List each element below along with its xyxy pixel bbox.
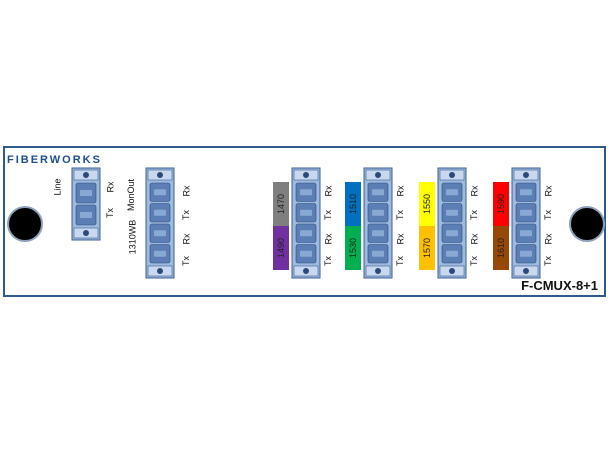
wavelength-label: 1570 [422, 237, 432, 259]
group3-tx-label-4: Tx [469, 256, 479, 266]
wavelength-connector-2[interactable] [363, 167, 393, 279]
wavelength-label: 1470 [276, 193, 286, 215]
group2-tx-label-2: Tx [395, 210, 405, 220]
wavelength-band-1510: 1510 [345, 182, 361, 226]
line-connector[interactable] [71, 167, 101, 241]
group3-rx-label-3: Rx [469, 233, 480, 245]
group1-tx-label-4: Tx [323, 256, 333, 266]
module-faceplate: FIBERWORKS F-CMUX-8+1 Line Rx Tx 1310WB … [3, 146, 606, 297]
wavelength-band-1590: 1590 [493, 182, 509, 226]
wavelength-connector-4[interactable] [511, 167, 541, 279]
group4-tx-label-4: Tx [543, 256, 553, 266]
wb-rx-label-2: Rx [181, 233, 192, 245]
wavelength-label: 1610 [496, 237, 506, 259]
group4-rx-label-3: Rx [543, 233, 554, 245]
group2-tx-label-4: Tx [395, 256, 405, 266]
wavelength-band-1610: 1610 [493, 226, 509, 270]
group4-tx-label-2: Tx [543, 210, 553, 220]
model-label: F-CMUX-8+1 [521, 278, 598, 293]
line-tx-label: Tx [105, 208, 115, 218]
brand-logo: FIBERWORKS [7, 154, 102, 166]
wavelength-label: 1590 [496, 193, 506, 215]
wavelength-label: 1530 [348, 237, 358, 259]
line-port-label: Line [52, 178, 63, 196]
wavelength-band-1530: 1530 [345, 226, 361, 270]
group1-rx-label-3: Rx [323, 233, 334, 245]
wavelength-connector-3[interactable] [437, 167, 467, 279]
group4-rx-label-1: Rx [543, 185, 554, 197]
group1-tx-label-2: Tx [323, 210, 333, 220]
group3-tx-label-2: Tx [469, 210, 479, 220]
group3-rx-label-1: Rx [469, 185, 480, 197]
right-mounting-hole [569, 206, 605, 242]
line-rx-label: Rx [105, 181, 116, 193]
left-mounting-hole [7, 206, 43, 242]
wavelength-band-1490: 1490 [273, 226, 289, 270]
wb-monout-connector[interactable] [145, 167, 175, 279]
wavelength-label: 1550 [422, 193, 432, 215]
wb1310-port-label: 1310WB [127, 219, 138, 255]
group2-rx-label-1: Rx [395, 185, 406, 197]
wavelength-label: 1510 [348, 193, 358, 215]
wavelength-band-1550: 1550 [419, 182, 435, 226]
wb-rx-label-1: Rx [181, 185, 192, 197]
wavelength-band-1570: 1570 [419, 226, 435, 270]
wb-tx-label-2: Tx [181, 256, 191, 266]
wavelength-band-1470: 1470 [273, 182, 289, 226]
wavelength-connector-1[interactable] [291, 167, 321, 279]
wavelength-label: 1490 [276, 237, 286, 259]
wb-tx-label-1: Tx [181, 210, 191, 220]
group1-rx-label-1: Rx [323, 185, 334, 197]
monout-port-label: MonOut [126, 178, 137, 212]
group2-rx-label-3: Rx [395, 233, 406, 245]
